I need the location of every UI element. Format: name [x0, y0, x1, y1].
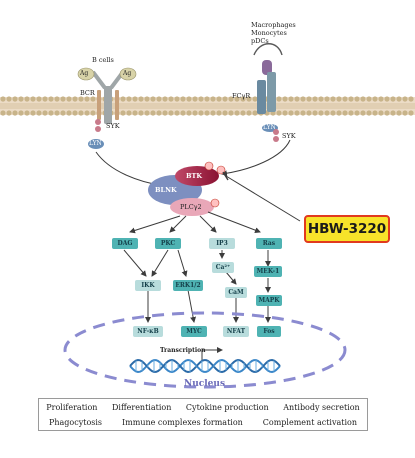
arrow-bcr-to-btk	[95, 151, 161, 188]
hbw-3220-drug-box: HBW-3220	[304, 215, 390, 243]
pkc-node: PKC	[155, 238, 181, 249]
nfat-node: NFAT	[223, 326, 249, 337]
antigen-label-right: Ag	[123, 70, 132, 77]
lipid-heads-top	[0, 96, 414, 102]
transcription-arrow	[201, 347, 223, 360]
mapk-node: MAPK	[256, 295, 282, 306]
dna-helix-icon	[129, 358, 281, 374]
branch-arrows	[123, 211, 271, 323]
bcr-receptor-icon	[77, 67, 137, 149]
syk-label-left: SYK	[106, 122, 120, 130]
ip3-node: IP3	[209, 238, 235, 249]
fcr-label: FCγR	[232, 92, 251, 100]
fcr-receptor-icon	[253, 43, 283, 142]
dag-node: DAG	[112, 238, 138, 249]
calcium-node: Ca²⁺	[212, 262, 234, 273]
outcome-differentiation: Differentiation	[111, 403, 172, 412]
erk-node: ERK1/2	[173, 280, 203, 291]
cell-membrane	[0, 96, 415, 116]
btk-complex	[148, 161, 226, 216]
nucleus-label: Nucleus	[184, 379, 226, 389]
macrophages-label: Macrophages	[251, 21, 296, 29]
outcome-phagocytosis: Phagocytosis	[48, 418, 103, 427]
nfkb-node: NF-κB	[133, 326, 163, 337]
ikk-node: IKK	[135, 280, 161, 291]
btk-label: BTK	[186, 172, 202, 180]
myc-node: MYC	[181, 326, 207, 337]
nucleus-membrane	[63, 311, 347, 389]
inhibition-line-btk	[225, 175, 301, 222]
outcomes-row-2: Phagocytosis Immune complexes formation …	[39, 418, 367, 427]
outcome-immune-complexes: Immune complexes formation	[122, 418, 243, 427]
blnk-label: BLNK	[155, 186, 177, 194]
plc-label: PLCγ2	[180, 203, 202, 211]
outcomes-row-1: Proliferation Differentiation Cytokine p…	[39, 403, 367, 412]
pdcs-label: pDCs	[251, 37, 269, 45]
outcomes-box: Proliferation Differentiation Cytokine p…	[38, 398, 368, 431]
outcome-complement-activation: Complement activation	[262, 418, 358, 427]
lyn-label-right: LYN	[263, 124, 276, 131]
antigen-label-left: Ag	[80, 70, 89, 77]
outcome-antibody-secretion: Antibody secretion	[283, 403, 360, 412]
arrow-fcr-to-btk	[221, 139, 291, 177]
outcome-proliferation: Proliferation	[46, 403, 98, 412]
b-cells-label: B cells	[92, 56, 114, 64]
transcription-label: Transcription	[160, 347, 206, 354]
ras-node: Ras	[256, 238, 282, 249]
fos-node: Fos	[257, 326, 281, 337]
syk-label-right: SYK	[282, 132, 296, 140]
monocytes-label: Monocytes	[251, 29, 287, 37]
mek-node: MEK-1	[254, 266, 282, 277]
lipid-heads-bottom	[0, 110, 414, 116]
outcome-cytokine-production: Cytokine production	[185, 403, 269, 412]
cam-node: CaM	[225, 287, 247, 298]
lyn-label-left: LYN	[89, 140, 102, 147]
bcr-label: BCR	[80, 89, 95, 97]
